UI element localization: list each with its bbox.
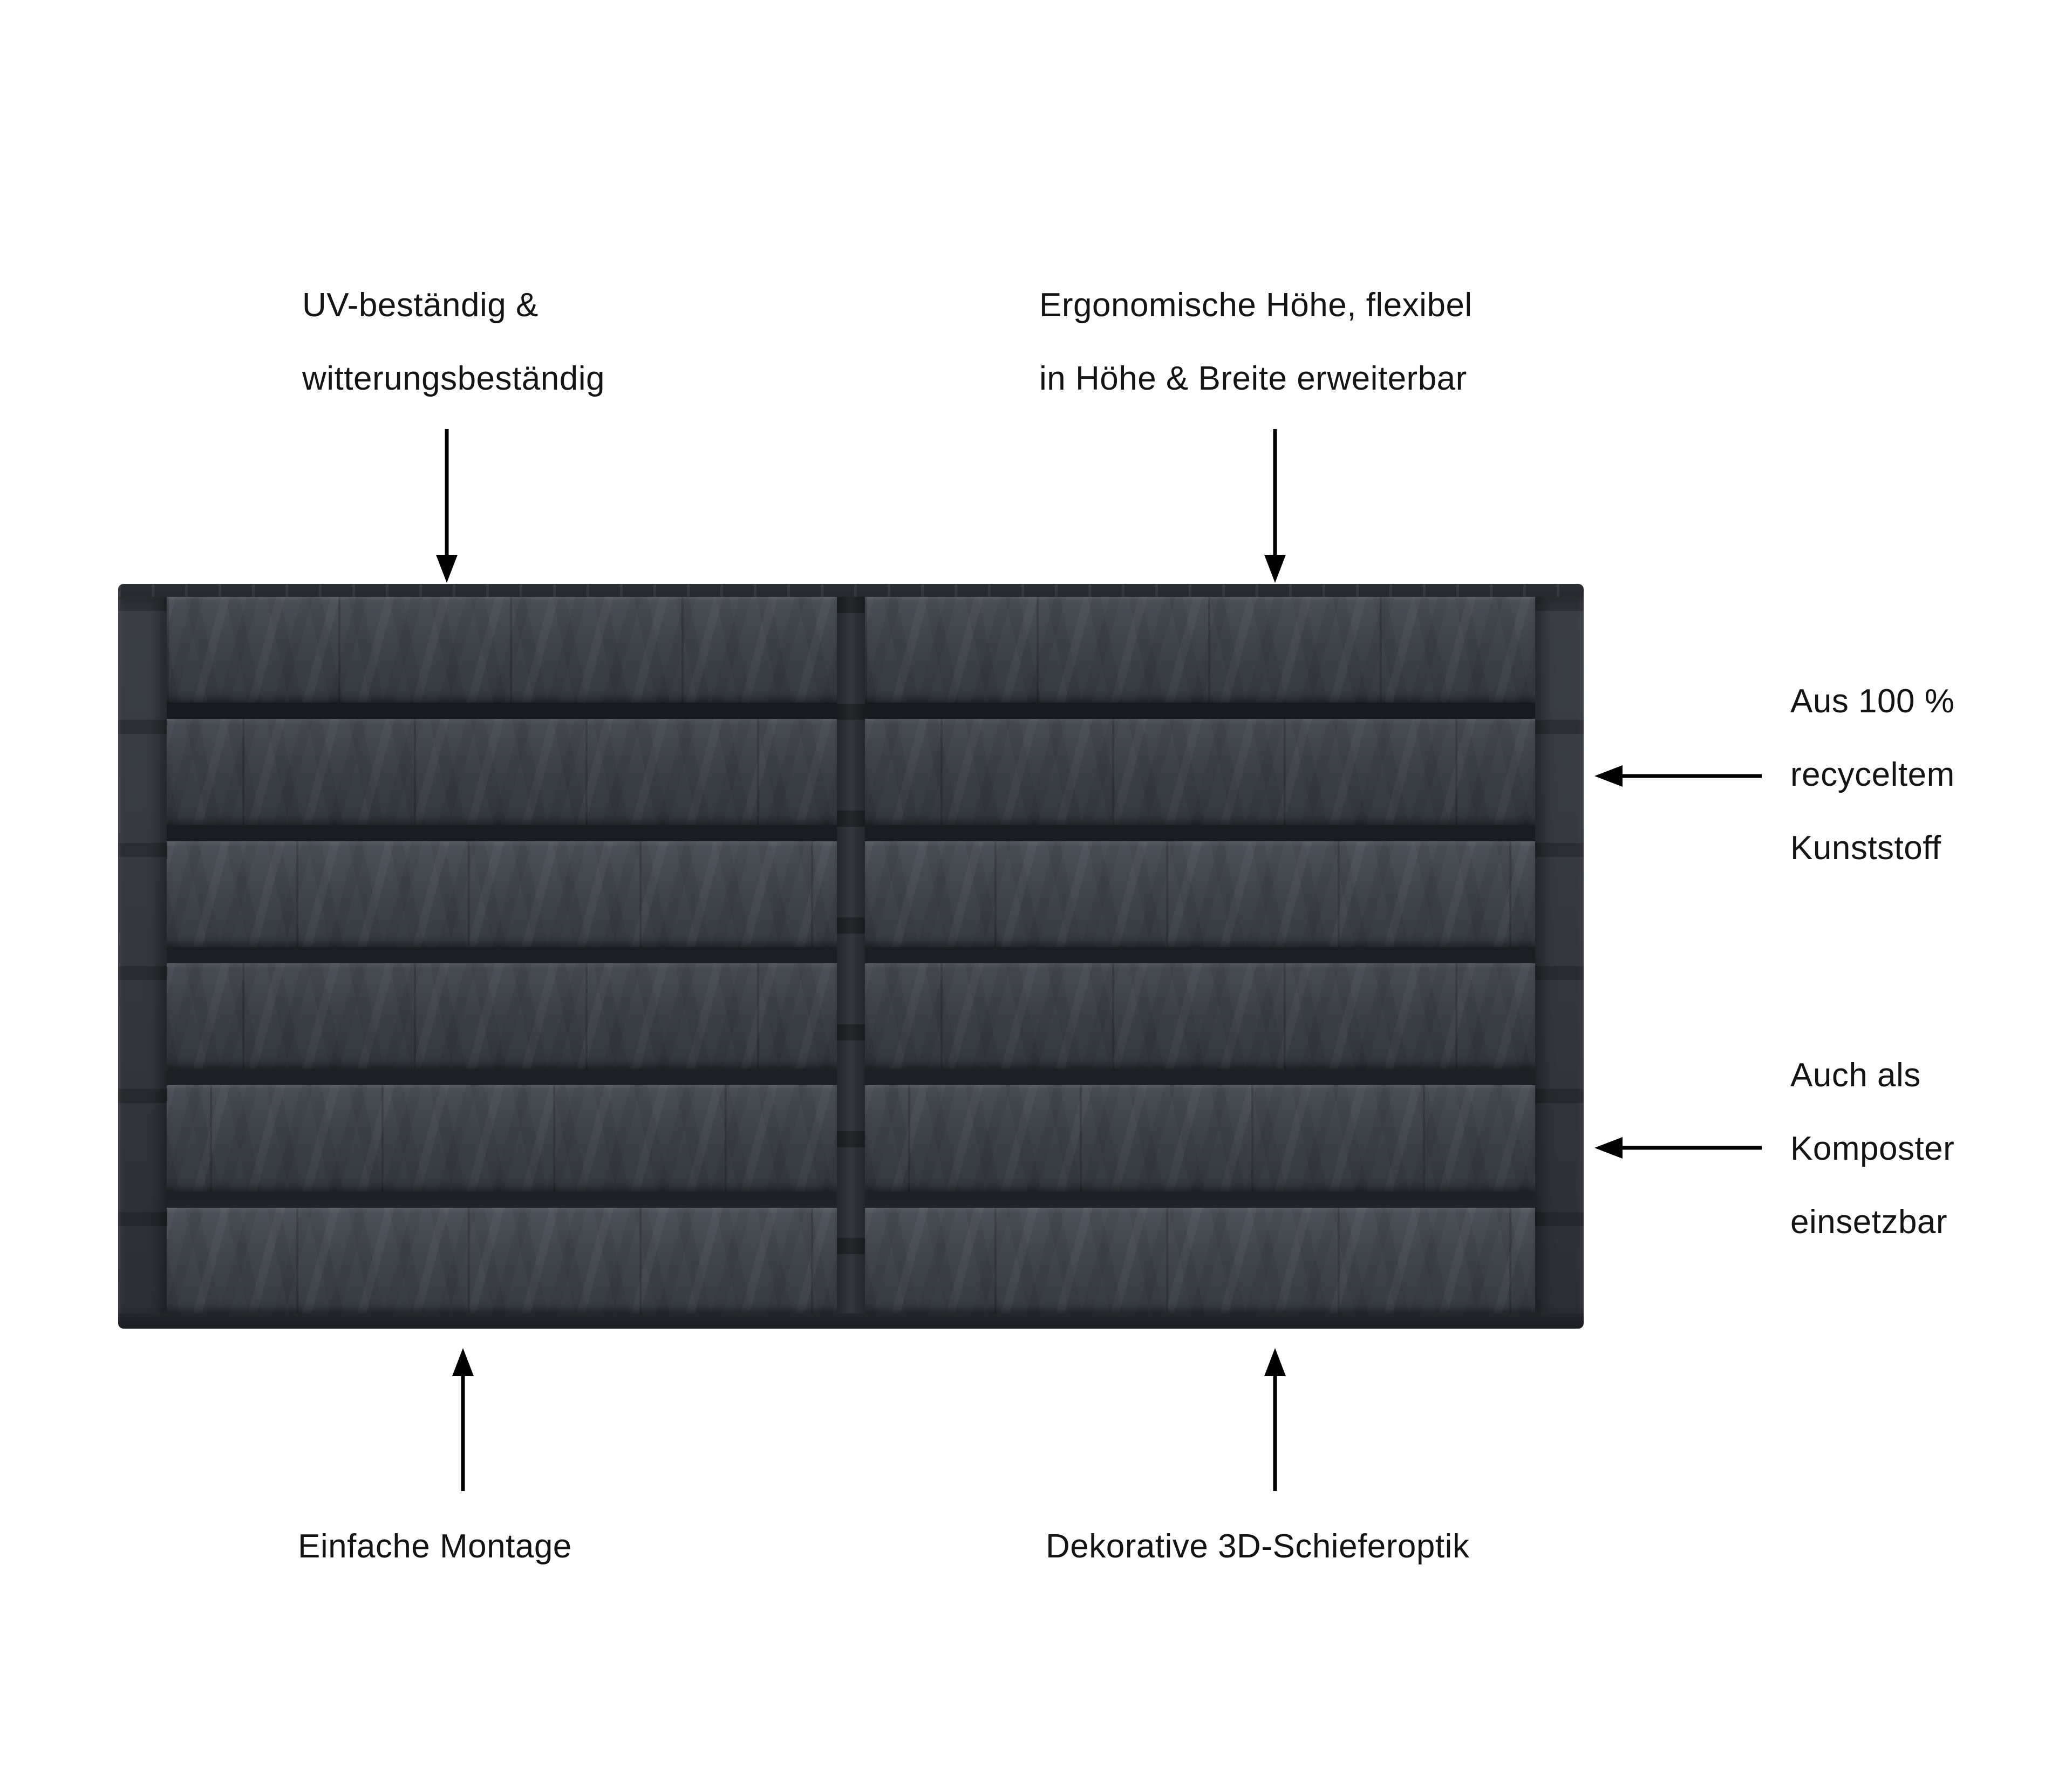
- bed-body: [118, 597, 1584, 1314]
- plank: [865, 597, 1535, 703]
- raised-bed-product: [118, 584, 1584, 1329]
- plank: [167, 963, 837, 1070]
- annotation-assembly-line1: Einfache Montage: [298, 1528, 572, 1565]
- annotation-composter: Auch als Komposter einsetzbar: [1790, 1039, 1954, 1259]
- plank: [865, 841, 1535, 947]
- annotation-recycled-line2: recyceltem: [1790, 756, 1955, 793]
- annotation-recycled: Aus 100 % recyceltem Kunststoff: [1790, 665, 1955, 885]
- plank: [167, 719, 837, 825]
- bed-module-right: [865, 597, 1535, 1314]
- center-connector: [837, 597, 865, 1314]
- ergonomic-arrow-down-icon: [1263, 429, 1287, 583]
- annotation-ergonomic: Ergonomische Höhe, flexibel in Höhe & Br…: [1039, 269, 1473, 416]
- annotation-composter-line1: Auch als: [1790, 1057, 1921, 1094]
- annotation-composter-line3: einsetzbar: [1790, 1203, 1948, 1241]
- composter-arrow-left-icon: [1594, 1136, 1762, 1160]
- plank: [167, 597, 837, 703]
- uv-weather-arrow-down-icon: [435, 429, 459, 583]
- arrow-up-icon: [452, 1348, 474, 1491]
- base-shadow: [118, 1314, 1584, 1329]
- corner-post-right: [1535, 597, 1584, 1314]
- annotation-uv-line1: UV-beständig &: [302, 287, 539, 324]
- annotation-slate-look-line1: Dekorative 3D-Schieferoptik: [1046, 1528, 1470, 1565]
- recycled-arrow-left-icon: [1594, 764, 1762, 788]
- plank: [865, 963, 1535, 1070]
- plank: [865, 719, 1535, 825]
- annotation-assembly: Einfache Montage: [298, 1510, 572, 1583]
- arrow-down-icon: [1264, 429, 1286, 583]
- plank: [167, 1085, 837, 1192]
- annotation-recycled-line1: Aus 100 %: [1790, 683, 1955, 720]
- arrow-left-icon: [1594, 1137, 1762, 1159]
- top-rim: [118, 584, 1584, 597]
- annotation-uv-line2: witterungsbeständig: [302, 360, 605, 397]
- slate-look-arrow-up-icon: [1263, 1348, 1287, 1491]
- arrow-left-icon: [1594, 765, 1762, 787]
- assembly-arrow-up-icon: [451, 1348, 475, 1491]
- plank: [167, 1207, 837, 1314]
- annotation-ergonomic-line2: in Höhe & Breite erweiterbar: [1039, 360, 1467, 397]
- annotation-recycled-line3: Kunststoff: [1790, 829, 1941, 867]
- annotation-composter-line2: Komposter: [1790, 1130, 1955, 1167]
- arrow-down-icon: [436, 429, 458, 583]
- arrow-up-icon: [1264, 1348, 1286, 1491]
- plank: [865, 1085, 1535, 1192]
- annotation-uv-weather: UV-beständig & witterungsbeständig: [302, 269, 605, 416]
- plank: [865, 1207, 1535, 1314]
- plank: [167, 841, 837, 947]
- annotation-ergonomic-line1: Ergonomische Höhe, flexibel: [1039, 287, 1473, 324]
- corner-post-left: [118, 597, 167, 1314]
- bed-module-left: [167, 597, 837, 1314]
- annotation-slate-look: Dekorative 3D-Schieferoptik: [1046, 1510, 1469, 1583]
